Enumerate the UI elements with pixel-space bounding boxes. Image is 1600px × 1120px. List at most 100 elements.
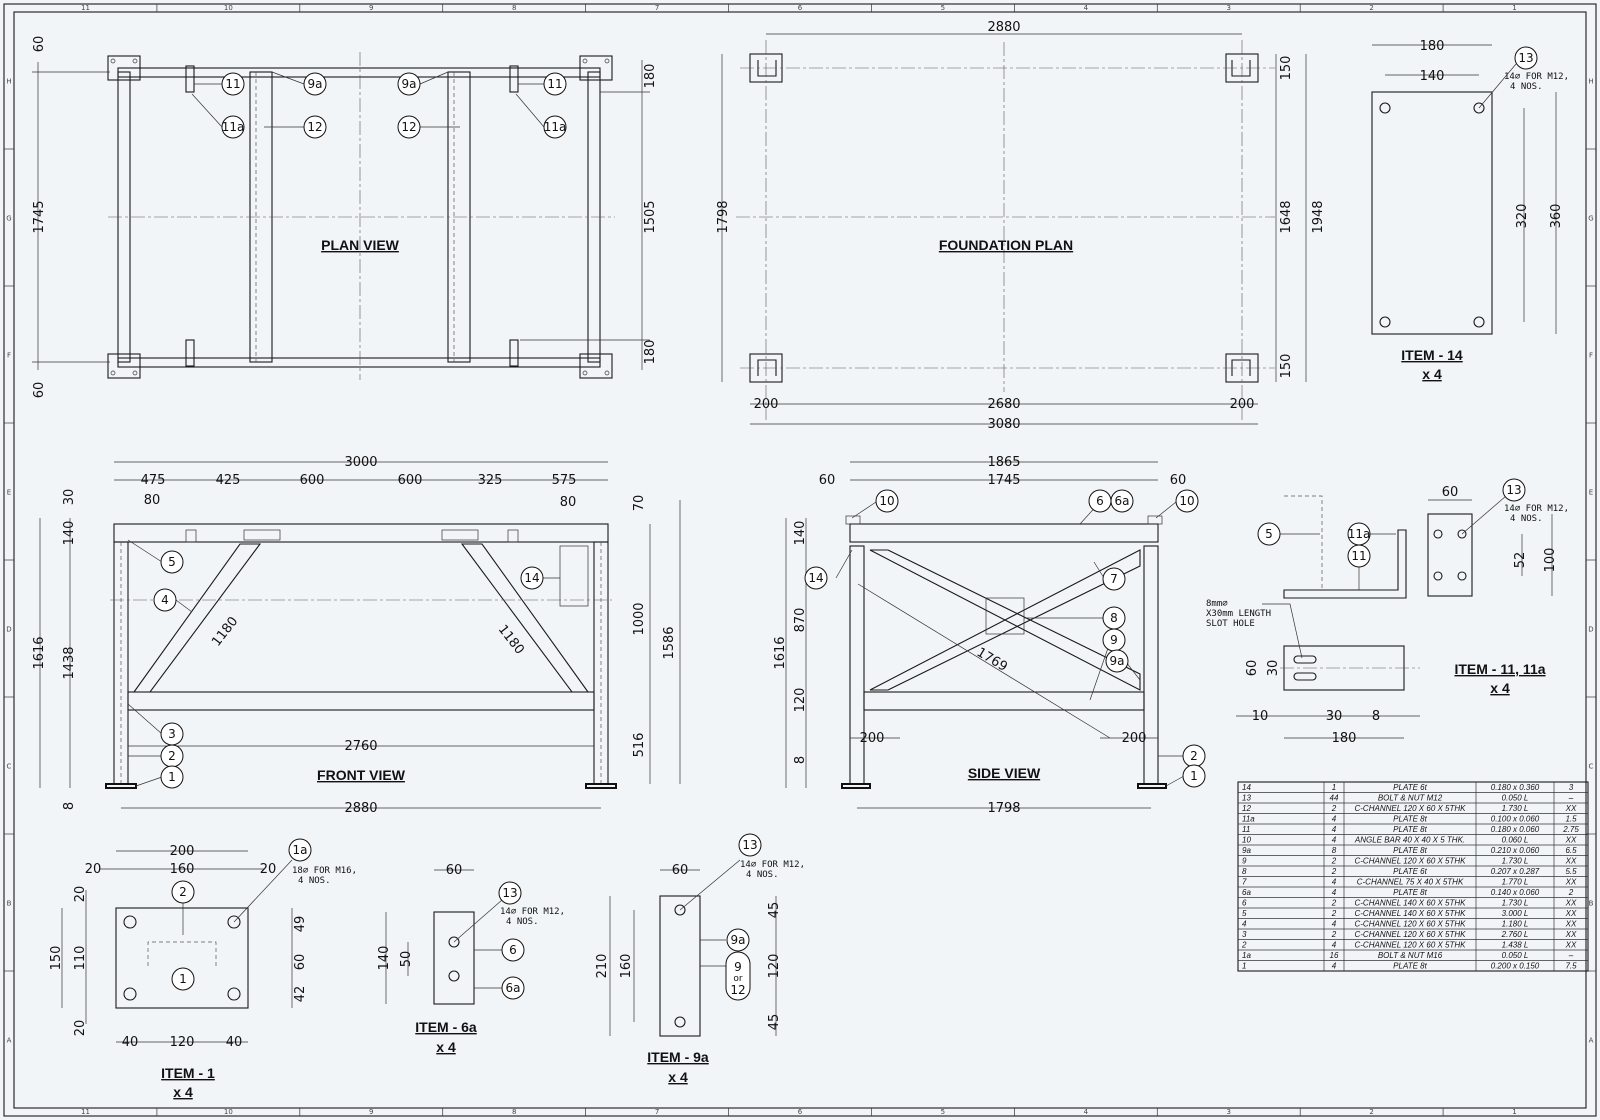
item1-title: ITEM - 1 xyxy=(161,1065,215,1081)
svg-text:5: 5 xyxy=(1265,527,1273,541)
svg-text:1: 1 xyxy=(179,972,187,986)
item9a-dim-160: 160 xyxy=(619,954,634,979)
side-dim-1769: 1769 xyxy=(974,645,1010,675)
balloon-12-left: 12 xyxy=(303,115,327,139)
front-dim-1180-right: 1180 xyxy=(495,622,527,657)
zone-row-label-right: G xyxy=(1588,215,1593,223)
found-dim-150-bot: 150 xyxy=(1279,354,1294,379)
bom-size: 0.207 x 0.287 xyxy=(1491,867,1540,876)
bom-item-no: 14 xyxy=(1242,783,1251,792)
bom-description: PLATE 8t xyxy=(1393,962,1427,971)
bom-description: BOLT & NUT M12 xyxy=(1378,794,1443,803)
zone-col-label-bottom: 4 xyxy=(1084,1108,1089,1116)
bom-description: BOLT & NUT M16 xyxy=(1378,951,1443,960)
front-balloon-4: 4 xyxy=(153,588,177,612)
side-dim-8: 8 xyxy=(793,756,808,764)
item11-dim-100: 100 xyxy=(1543,548,1558,573)
front-dim-1616: 1616 xyxy=(32,636,47,669)
bom-qty: 2 xyxy=(1331,930,1337,939)
bom-qty: 4 xyxy=(1332,836,1337,845)
svg-text:9a: 9a xyxy=(1110,654,1125,668)
bom-item-no: 6 xyxy=(1242,899,1247,908)
bom-size: 1.180 L xyxy=(1502,920,1529,929)
bom-qty: 4 xyxy=(1332,962,1337,971)
svg-text:13: 13 xyxy=(742,838,757,852)
svg-text:4: 4 xyxy=(161,593,169,607)
zone-row-label-left: F xyxy=(7,352,11,360)
found-dim-1948: 1948 xyxy=(1311,200,1326,233)
front-dim-70: 70 xyxy=(632,495,647,512)
svg-text:3: 3 xyxy=(168,727,176,741)
item6a-dim-50: 50 xyxy=(399,951,414,968)
svg-text:13: 13 xyxy=(1506,483,1521,497)
item1-balloon-1a: 1a xyxy=(288,838,312,862)
bom-qty: 4 xyxy=(1332,815,1337,824)
bom-size: 0.180 x 0.060 xyxy=(1491,825,1540,834)
front-dim-140: 140 xyxy=(62,521,77,546)
side-balloon-14: 14 xyxy=(804,566,828,590)
bom-item-no: 12 xyxy=(1242,804,1251,813)
bom-item-no: 9 xyxy=(1242,857,1247,866)
item11-dim-10: 10 xyxy=(1252,709,1269,724)
side-dim-60-right: 60 xyxy=(1170,473,1187,488)
front-dim-1000: 1000 xyxy=(632,602,647,635)
svg-text:2: 2 xyxy=(1190,749,1198,763)
item11-balloon-5: 5 xyxy=(1257,522,1281,546)
bom-item-no: 7 xyxy=(1242,878,1247,887)
foundation-plan-title: FOUNDATION PLAN xyxy=(939,237,1073,253)
balloon-11a-right: 11a xyxy=(543,115,567,139)
bom-item-no: 13 xyxy=(1242,794,1251,803)
zone-row-label-left: G xyxy=(6,215,11,223)
zone-row-label-left: C xyxy=(7,763,12,771)
item11-title: ITEM - 11, 11a xyxy=(1454,661,1545,677)
item14-dim-180: 180 xyxy=(1420,39,1445,54)
zone-col-label-top: 8 xyxy=(512,4,516,12)
bom-size: 2.760 L xyxy=(1501,930,1529,939)
plan-dim-60-top: 60 xyxy=(32,36,47,53)
item1-dim-20-right: 20 xyxy=(260,862,277,877)
bom-description: PLATE 8t xyxy=(1393,846,1427,855)
bom-qty: 4 xyxy=(1332,825,1337,834)
item9a-qty: x 4 xyxy=(668,1069,688,1085)
front-dim-80-right: 80 xyxy=(560,495,577,510)
side-view-title: SIDE VIEW xyxy=(968,765,1041,781)
front-dim-516: 516 xyxy=(632,733,647,758)
front-balloon-5: 5 xyxy=(160,550,184,574)
front-balloon-14: 14 xyxy=(520,566,544,590)
bom-qty: 2 xyxy=(1331,804,1337,813)
bom-qty: 2 xyxy=(1331,899,1337,908)
svg-text:9a: 9a xyxy=(308,77,323,91)
zone-col-label-top: 11 xyxy=(81,4,90,12)
found-dim-2880: 2880 xyxy=(987,20,1020,35)
zone-col-label-top: 3 xyxy=(1226,4,1230,12)
svg-text:11: 11 xyxy=(547,77,562,91)
item6a-dim-60: 60 xyxy=(446,863,463,878)
front-dim-600-a: 600 xyxy=(300,473,325,488)
item11-dim-30-vert: 30 xyxy=(1266,660,1281,677)
bom-description: PLATE 8t xyxy=(1393,888,1427,897)
bom-qty: 2 xyxy=(1331,867,1337,876)
bom-description: C-CHANNEL 140 X 60 X 5THK xyxy=(1354,899,1466,908)
bom-description: PLATE 8t xyxy=(1393,825,1427,834)
item1-qty: x 4 xyxy=(173,1084,193,1100)
bom-description: PLATE 6t xyxy=(1393,783,1427,792)
svg-text:14: 14 xyxy=(524,571,539,585)
svg-text:12: 12 xyxy=(307,120,322,134)
zone-row-label-right: C xyxy=(1589,763,1594,771)
bom-weight: 3 xyxy=(1569,783,1574,792)
svg-text:6: 6 xyxy=(509,943,517,957)
bom-weight: 5.5 xyxy=(1565,867,1577,876)
item14-dim-320: 320 xyxy=(1515,204,1530,229)
front-dim-600-b: 600 xyxy=(398,473,423,488)
front-dim-8: 8 xyxy=(62,802,77,810)
bom-qty: 2 xyxy=(1331,857,1337,866)
zone-col-label-top: 2 xyxy=(1369,4,1373,12)
item11-balloon-11a: 11a xyxy=(1347,522,1371,546)
svg-text:11a: 11a xyxy=(1348,527,1371,541)
item1-dim-40-left: 40 xyxy=(122,1035,139,1050)
svg-text:9: 9 xyxy=(1110,633,1118,647)
svg-text:13: 13 xyxy=(1518,51,1533,65)
